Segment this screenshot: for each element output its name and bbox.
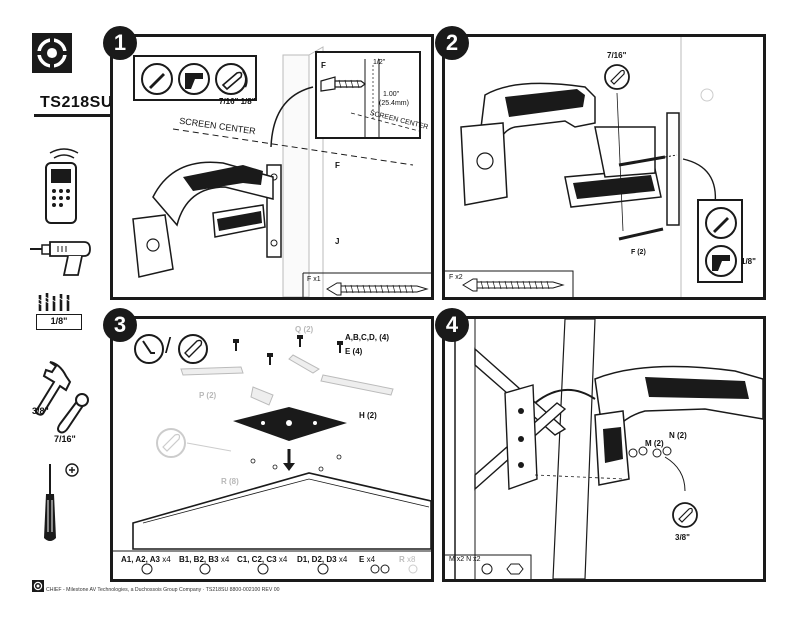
step-4-illustration — [445, 319, 763, 579]
detail-depth: 1.00" — [383, 91, 400, 98]
step-2-tools-inset — [697, 199, 743, 283]
step-1-callout-j: J — [335, 237, 340, 246]
detail-fraction: 1/2" — [373, 59, 386, 66]
model-underline — [34, 114, 120, 117]
step-1-panel: 7/16" 1/8" F 1/2" 1.00" (25.4mm) SCREEN … — [110, 34, 434, 300]
wrench-size-large: 7/16" — [54, 434, 76, 444]
step-1-tools-inset — [133, 55, 257, 101]
hardware-b: B1, B2, B3 x4 — [179, 555, 230, 564]
step-3-label-abcd: A,B,C,D, (4) — [345, 333, 389, 342]
step-4-wrench-size: 3/8" — [675, 533, 690, 542]
step-2-number: 2 — [435, 26, 469, 60]
model-number: TS218SU — [40, 94, 113, 111]
step-3-illustration — [113, 334, 431, 575]
drill-bits-icon — [36, 293, 76, 313]
step-2-panel: 7/16" 1/8" F (2) F x2 — [442, 34, 766, 300]
step-4-label-m: M (2) — [645, 439, 664, 448]
step-3-label-h: H (2) — [359, 411, 377, 420]
screwdriver-icon — [34, 460, 84, 546]
step-2-callout-f: F (2) — [631, 249, 646, 256]
detail-depth-mm: (25.4mm) — [379, 100, 409, 107]
hardware-r: R x8 — [399, 555, 416, 564]
step-1-bolt-count: F x1 — [307, 276, 321, 283]
footer-logo — [32, 580, 44, 592]
step-3-panel: / Q (2) A,B,C,D, (4) E (4) P (2) H (2) R… — [110, 316, 434, 582]
hardware-d: D1, D2, D3 x4 — [297, 555, 348, 564]
step-2-wrench-size: 7/16" — [607, 51, 627, 60]
step-1-number: 1 — [103, 26, 137, 60]
step-1-bolt-detail-inset: F 1/2" 1.00" (25.4mm) SCREEN CENTER — [315, 51, 429, 139]
step-3-label-r: R (8) — [221, 477, 239, 486]
hardware-a: A1, A2, A3 x4 — [121, 555, 171, 564]
step-3-number: 3 — [103, 308, 137, 342]
step-4-label-n: N (2) — [669, 431, 687, 440]
step-1-tool-sizes: 7/16" 1/8" — [219, 97, 256, 106]
wrench-icon — [30, 356, 90, 436]
step-3-label-e: E (4) — [345, 347, 363, 356]
step-1-illustration — [132, 46, 431, 297]
hardware-e: E x4 — [359, 555, 376, 564]
step-3-label-q: Q (2) — [295, 325, 314, 334]
wrench-size-small: 3/8" — [32, 406, 49, 416]
hardware-c: C1, C2, C3 x4 — [237, 555, 288, 564]
drill-bit-size-box: 1/8" — [36, 314, 82, 330]
step-2-drill-size: 1/8" — [741, 257, 756, 266]
detail-part-f: F — [321, 61, 326, 70]
step-4-number: 4 — [435, 308, 469, 342]
step-2-bolt-count: F x2 — [449, 274, 463, 281]
step-3-label-p: P (2) — [199, 391, 217, 400]
chief-logo — [32, 33, 72, 73]
stud-finder-icon — [40, 147, 86, 227]
footer-text: CHIEF - Milestone AV Technologies, a Duc… — [46, 587, 280, 593]
step-4-hardware: M x2 N x2 — [449, 556, 481, 563]
step-1-callout-f: F — [335, 161, 340, 170]
step-2-illustration — [445, 37, 717, 297]
step-3-separator: / — [165, 333, 172, 358]
power-drill-icon — [28, 237, 94, 279]
step-4-panel: M (2) N (2) 3/8" M x2 N x2 — [442, 316, 766, 582]
